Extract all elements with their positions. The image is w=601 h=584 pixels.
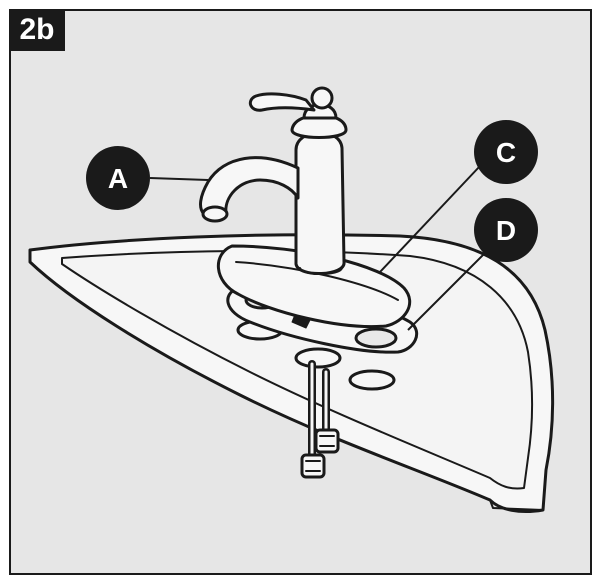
leader-line-d xyxy=(407,247,491,331)
spout-a xyxy=(199,156,300,223)
sink-deck xyxy=(28,233,555,514)
step-label: 2b xyxy=(9,9,65,51)
callout-d-label: D xyxy=(496,215,516,246)
callout-a-label: A xyxy=(108,163,128,194)
callout-d: D xyxy=(474,198,538,262)
supply-lines xyxy=(300,360,340,479)
callout-c-label: C xyxy=(496,137,516,168)
callout-c: C xyxy=(474,120,538,184)
faucet-body xyxy=(248,86,348,276)
leader-line-c xyxy=(379,165,481,273)
leader-line-a xyxy=(149,177,209,181)
callout-a: A xyxy=(86,146,150,210)
